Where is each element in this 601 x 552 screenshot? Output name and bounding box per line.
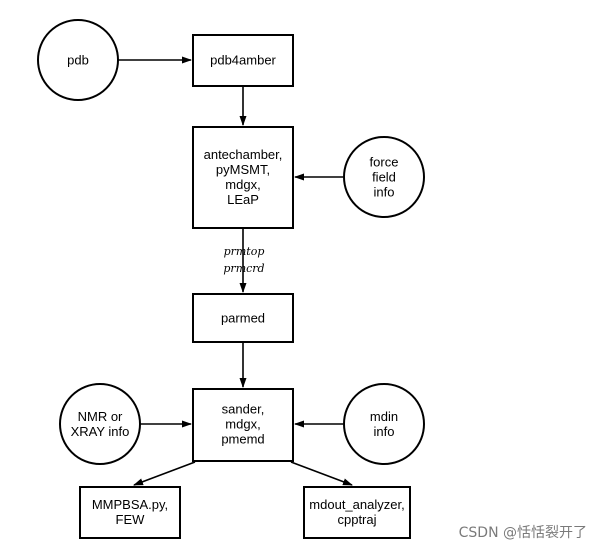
svg-text:pdb4amber: pdb4amber [210,53,276,68]
nmr-label-line: NMR or [78,409,123,424]
mdout-label-line: mdout_analyzer, [309,497,404,512]
pdb-node: pdb [37,19,119,101]
mmpbsa-label-line: FEW [116,512,146,527]
watermark-text: CSDN @恬恬裂开了 [458,525,587,541]
parmed-label-line: parmed [221,311,265,326]
svg-text:antechamber,pyMSMT,mdgx,LEaP: antechamber,pyMSMT,mdgx,LEaP [204,147,283,207]
svg-text:sander,mdgx,pmemd: sander,mdgx,pmemd [221,402,264,447]
antechamber-label-line: antechamber, [204,147,283,162]
sander-label-line: mdgx, [225,417,260,432]
edge-label-prmtop: prmtop [224,245,265,258]
antechamber-label-line: LEaP [227,192,259,207]
svg-text:MMPBSA.py,FEW: MMPBSA.py,FEW [92,497,168,527]
antechamber-label-line: pyMSMT, [216,162,270,177]
pdb4amber-node: pdb4amber [192,34,294,87]
mdout-label-line: cpptraj [337,512,376,527]
mdout-analyzer-node: mdout_analyzer,cpptraj [303,486,411,539]
pdb-label-line: pdb [67,53,89,68]
pdb4amber-label-line: pdb4amber [210,53,276,68]
edge-sander-to-mmpbsa [133,461,196,486]
sander-label-line: pmemd [221,432,264,447]
nmr-label-line: XRAY info [71,424,130,439]
mdin-label-line: info [374,424,395,439]
sander-node: sander,mdgx,pmemd [192,388,294,462]
svg-text:mdout_analyzer,cpptraj: mdout_analyzer,cpptraj [309,497,404,527]
force_field-label-line: info [374,185,395,200]
force_field-label-line: force [370,155,399,170]
parmed-node: parmed [192,293,294,343]
mmpbsa-label-line: MMPBSA.py, [92,497,168,512]
antechamber-node: antechamber,pyMSMT,mdgx,LEaP [192,126,294,229]
sander-label-line: sander, [222,402,265,417]
edge-label-prmcrd: prmcrd [223,262,264,275]
force_field-label-line: field [372,170,396,185]
antechamber-label-line: mdgx, [225,177,260,192]
mdin-label-line: mdin [370,409,398,424]
svg-text:pdb: pdb [67,53,89,68]
svg-text:parmed: parmed [221,311,265,326]
edge-sander-to-mdout [290,461,353,486]
mmpbsa-node: MMPBSA.py,FEW [79,486,181,539]
